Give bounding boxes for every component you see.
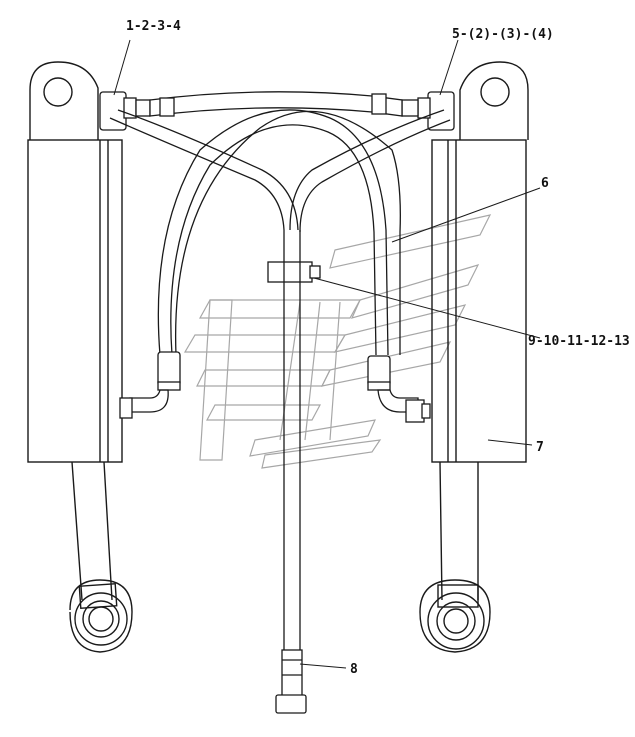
pipe-clamp (267, 261, 321, 283)
left-cylinder-barrel (27, 139, 123, 463)
leader-5 (439, 39, 459, 96)
right-lower-fittings (367, 355, 431, 423)
leader-9-13 (313, 277, 541, 339)
left-lower-fittings (119, 351, 181, 419)
leader-lines (113, 39, 541, 669)
left-rod-end-eye (69, 579, 133, 653)
left-cylinder-mount-eye (29, 61, 99, 140)
leader-1-2-3-4 (113, 39, 131, 96)
left-mount-hole (43, 77, 73, 107)
callout-6: 6 (541, 176, 549, 191)
leader-6 (391, 187, 541, 243)
u-loop-hoses (157, 109, 401, 356)
right-rod-end-eye (419, 579, 491, 653)
left-piston-rod (71, 461, 113, 601)
right-hydraulic-cylinder (419, 61, 529, 653)
right-cylinder-mount-eye (459, 61, 529, 140)
bottom-nut (275, 694, 307, 714)
callout-5: 5-(2)-(3)-(4) (452, 27, 554, 42)
leader-7 (487, 439, 533, 446)
watermark-logo (183, 214, 492, 469)
central-vertical-pipe (275, 230, 307, 714)
upper-cross-hose (149, 91, 403, 117)
callout-8: 8 (350, 662, 358, 677)
right-mount-hole (480, 77, 510, 107)
callout-1-2-3-4: 1-2-3-4 (126, 19, 181, 34)
callout-labels: 1-2-3-4 5-(2)-(3)-(4) 6 9-10-11-12-13 7 … (126, 19, 630, 677)
right-cylinder-barrel (431, 139, 527, 463)
callout-9-13: 9-10-11-12-13 (528, 334, 630, 349)
y-pipe (109, 109, 451, 233)
left-hydraulic-cylinder (27, 61, 133, 653)
leader-8 (299, 663, 347, 669)
callout-7: 7 (536, 440, 544, 455)
right-piston-rod (439, 461, 479, 601)
